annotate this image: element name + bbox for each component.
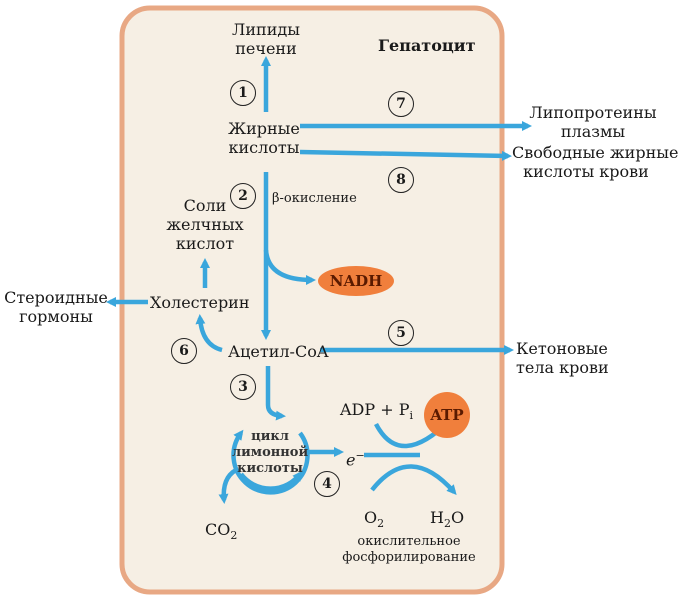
co2-label: CO2 bbox=[205, 520, 238, 543]
arrow-to-citric-cycle bbox=[265, 366, 286, 421]
h2o-label: H2O bbox=[430, 508, 465, 531]
cell-title: Гепатоцит bbox=[378, 36, 476, 55]
beta-oxidation-label: β-окисление bbox=[272, 191, 357, 206]
arrow-to-cholesterol bbox=[195, 314, 223, 353]
step-8-marker: 8 bbox=[388, 167, 414, 193]
atp-circle: ATP bbox=[424, 392, 470, 438]
electron-label: e− bbox=[346, 449, 365, 470]
arrow-to-nadh bbox=[263, 249, 316, 285]
step-6-marker: 6 bbox=[171, 338, 197, 364]
nadh-pill: NADH bbox=[318, 266, 394, 296]
acetyl-coa-label: Ацетил-CoA bbox=[228, 342, 329, 361]
step-2-marker: 2 bbox=[230, 183, 256, 209]
step-5-marker: 5 bbox=[388, 320, 414, 346]
o2-label: O2 bbox=[364, 508, 385, 531]
arrow-to-co2 bbox=[218, 468, 238, 504]
step-3-marker: 3 bbox=[230, 374, 256, 400]
citric-cycle-circle bbox=[231, 429, 310, 495]
citric-cycle-circle-lower bbox=[239, 470, 303, 491]
step-4-marker: 4 bbox=[314, 471, 340, 497]
arrow-to-free-fatty-acids bbox=[299, 149, 512, 161]
step-7-marker: 7 bbox=[388, 91, 414, 117]
adp-pi-label: ADP + Pi bbox=[340, 400, 414, 423]
arrow-o2-to-h2o bbox=[370, 464, 457, 496]
step-1-marker: 1 bbox=[230, 80, 256, 106]
cholesterol-label: Холестерин bbox=[150, 293, 250, 312]
